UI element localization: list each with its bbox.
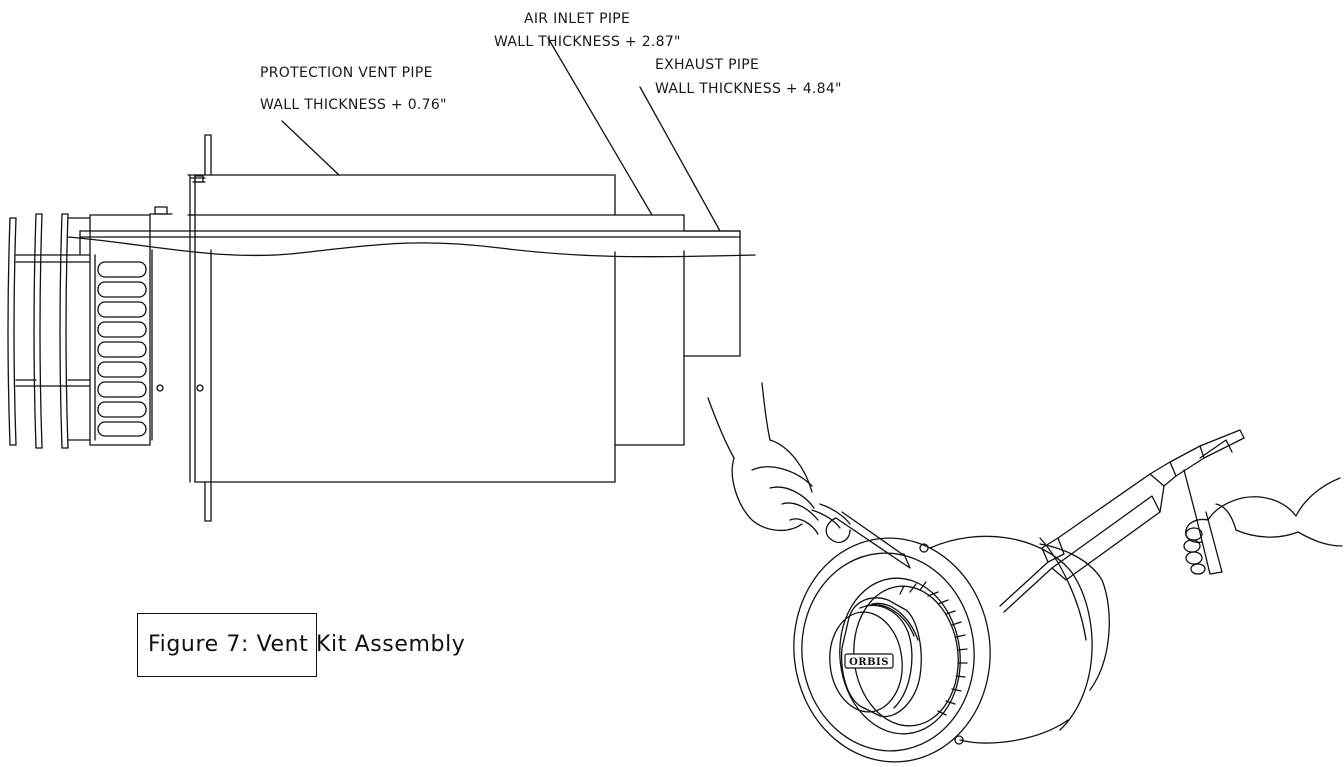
air-inlet-pipe bbox=[187, 214, 685, 446]
figure-caption-box bbox=[137, 613, 317, 677]
orbis-logo: ORBIS bbox=[844, 653, 894, 669]
collar-slots bbox=[97, 261, 147, 437]
air-inlet-label-line1: AIR INLET PIPE bbox=[524, 11, 631, 27]
leader-line-exhaust bbox=[639, 86, 721, 232]
corrugated-collar bbox=[79, 214, 153, 446]
exhaust-label-line2: WALL THICKNESS + 4.84" bbox=[655, 81, 842, 97]
air-inlet-label-line2: WALL THICKNESS + 2.87" bbox=[494, 34, 681, 50]
protection-vent-pipe bbox=[187, 174, 616, 483]
mounting-flange bbox=[189, 134, 212, 522]
flange-screws bbox=[149, 175, 206, 392]
exhaust-label-line1: EXHAUST PIPE bbox=[655, 57, 760, 73]
break-line bbox=[67, 236, 756, 258]
protection-vent-label-line2: WALL THICKNESS + 0.76" bbox=[260, 97, 447, 113]
right-hand bbox=[1183, 477, 1343, 575]
terminal-rings bbox=[7, 213, 91, 449]
leader-line-protection-vent bbox=[281, 120, 340, 176]
leader-line-air-inlet bbox=[547, 37, 653, 216]
vent-terminal-cap bbox=[829, 597, 922, 718]
svg-text:ORBIS: ORBIS bbox=[849, 657, 889, 668]
left-hand-screwdriver bbox=[707, 382, 911, 569]
caulking-gun bbox=[999, 429, 1245, 613]
figure-caption: Figure 7: Vent Kit Assembly bbox=[148, 632, 466, 657]
vent-terminal-flange bbox=[793, 537, 991, 763]
protection-vent-label-line1: PROTECTION VENT PIPE bbox=[260, 65, 433, 81]
